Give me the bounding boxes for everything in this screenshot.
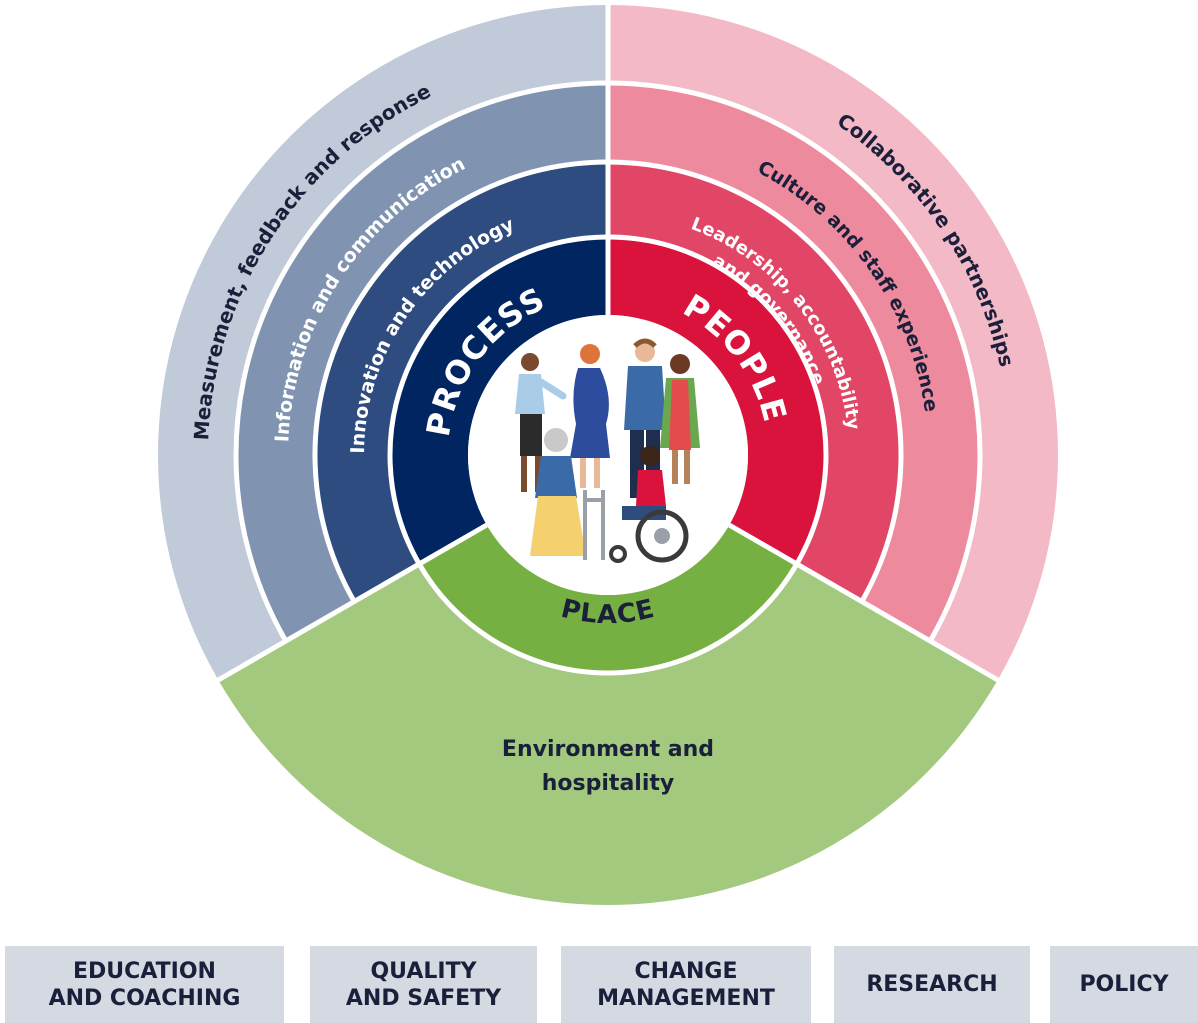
enabler-change: CHANGE MANAGEMENT: [561, 946, 811, 1023]
process-core: [390, 237, 608, 564]
enablers-bar: EDUCATION AND COACHING QUALITY AND SAFET…: [0, 946, 1198, 1023]
process-ring-information: [236, 83, 608, 641]
environment-label-line1: Environment and: [502, 737, 714, 762]
place-core: [419, 525, 797, 673]
doctor-figure: [515, 353, 567, 492]
enabler-quality: QUALITY AND SAFETY: [310, 946, 537, 1023]
people-ring-leadership: [608, 162, 901, 602]
place-ring-environment: [218, 564, 998, 905]
process-ring-measurement: [158, 5, 609, 680]
people-core: [608, 237, 826, 564]
process-ring-innovation: [315, 162, 608, 602]
care-model-wheel: PROCESS Innovation and technology Inform…: [158, 5, 1058, 905]
wheelchair-user-figure: [609, 446, 689, 563]
woman-figure: [660, 354, 700, 484]
environment-label-line2: hospitality: [542, 771, 674, 796]
enabler-research: RESEARCH: [834, 946, 1030, 1023]
elderly-woman-figure: [530, 428, 605, 560]
people-ring-partnerships: [608, 5, 1058, 680]
enabler-policy: POLICY: [1050, 946, 1198, 1023]
people-group-illustration: [515, 338, 700, 563]
enabler-education: EDUCATION AND COACHING: [5, 946, 284, 1023]
people-ring-culture: [608, 83, 981, 641]
pregnant-woman-figure: [570, 344, 610, 488]
